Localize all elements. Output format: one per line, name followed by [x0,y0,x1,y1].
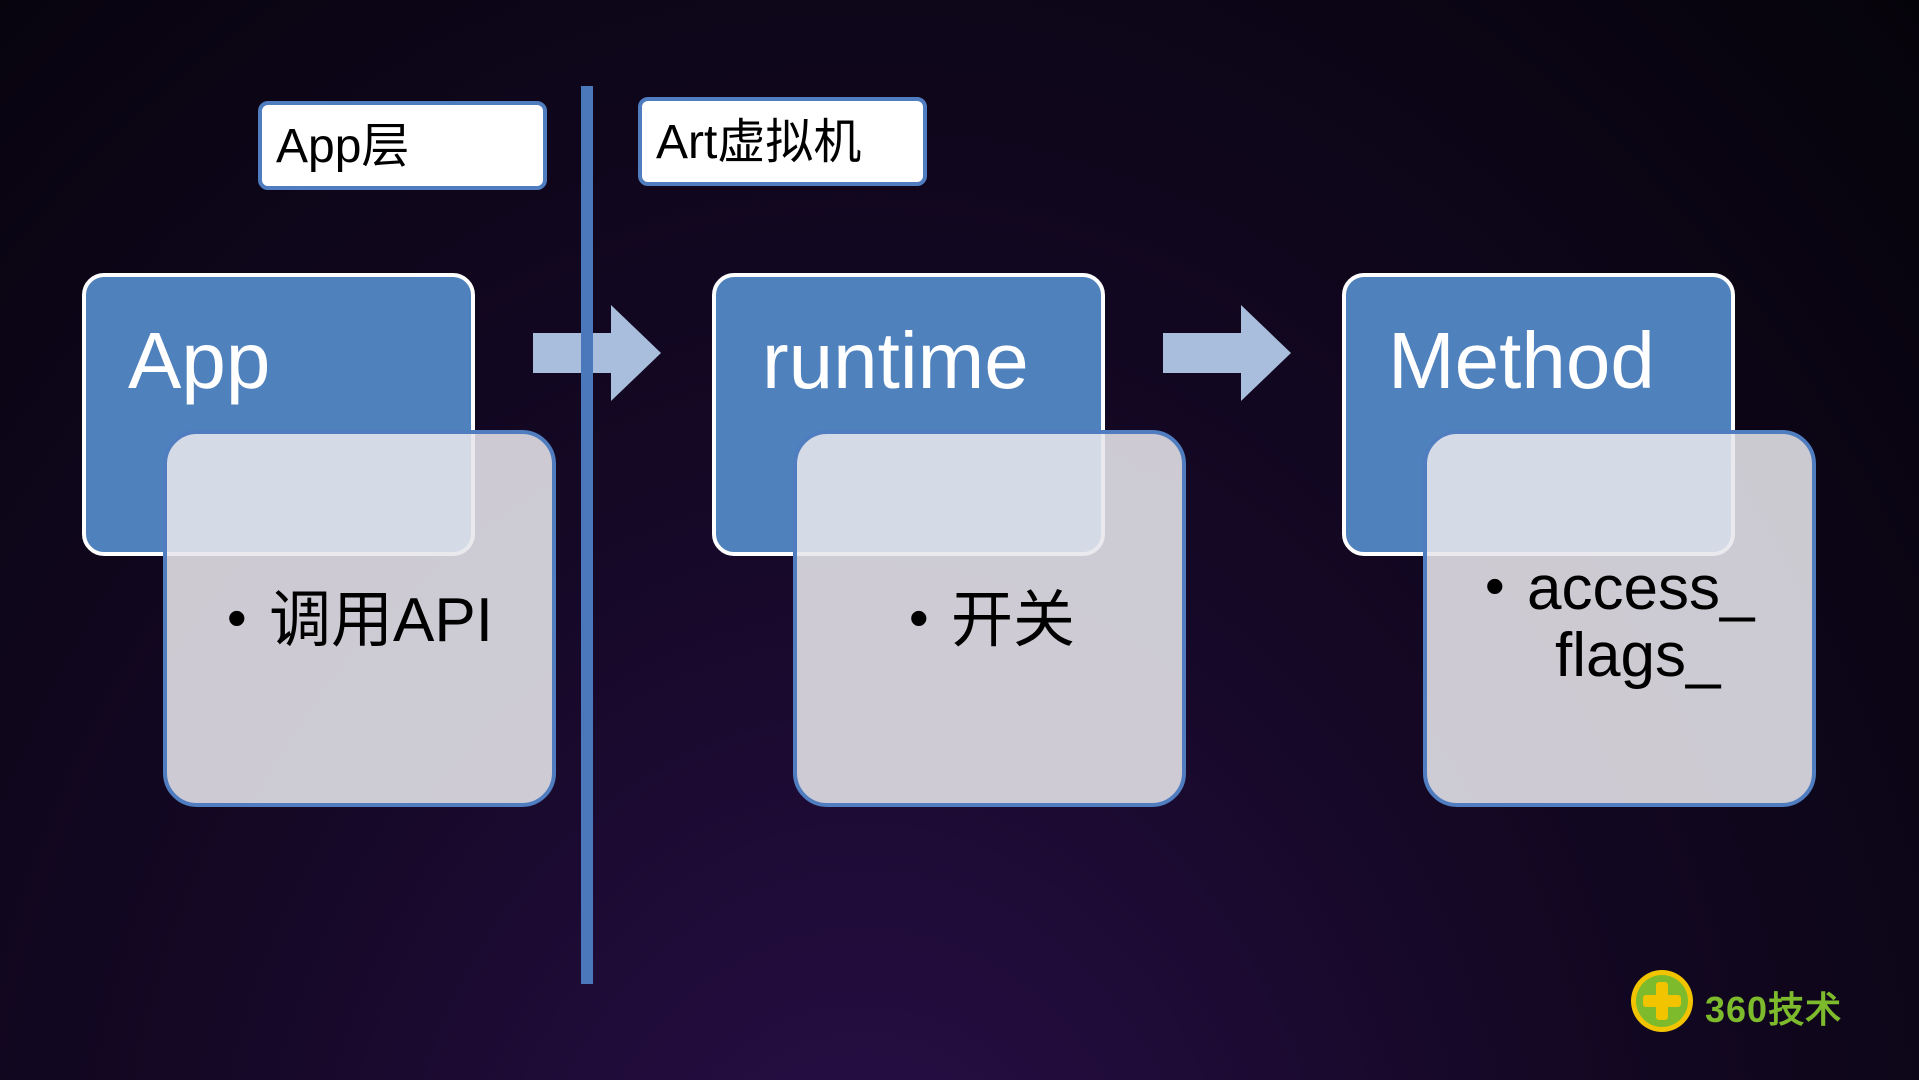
stage-method-bullet: • access_ flags_ [1485,554,1767,690]
stage-method-detail [1423,430,1816,807]
stage-method-detail-line2: flags_ [1555,620,1721,690]
brand-logo-text: 360技术 [1705,989,1843,1030]
stage-method-detail-line1: access_ [1527,554,1755,623]
stage-app-detail [163,430,556,807]
flow-arrow-2 [1163,305,1291,401]
flow-arrow-1 [533,305,661,401]
stage-runtime-detail-text: 开关 [951,586,1076,655]
brand-logo: 360技术 [1629,968,1879,1040]
app-layer-label: App层 [258,101,547,190]
bullet-dot: • [909,586,929,649]
layer-divider [581,86,593,984]
plus-badge-icon [1631,970,1693,1032]
art-vm-layer-label: Art虚拟机 [638,97,927,186]
stage-runtime-bullet: • 开关 [909,586,1076,655]
stage-runtime-detail [793,430,1186,807]
stage-app-bullet: • 调用API [227,586,493,655]
bullet-dot: • [227,586,247,649]
stage-app-detail-text: 调用API [269,586,493,655]
bullet-dot: • [1485,554,1505,617]
